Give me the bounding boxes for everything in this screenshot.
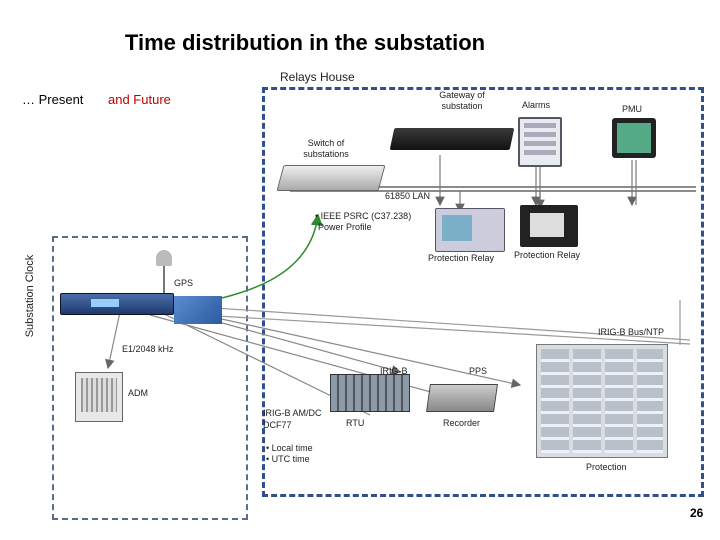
irig-b-bus-line: [199, 306, 691, 341]
adm-device: [75, 372, 123, 422]
local-time-label: • Local time: [266, 443, 313, 453]
switch-label: Switch of substations: [303, 138, 349, 159]
protection-label: Protection: [586, 462, 627, 472]
recorder-label: Recorder: [443, 418, 481, 428]
protection-relay-1-label: Protection Relay: [428, 253, 495, 263]
gateway-label: Gateway of substation: [439, 90, 485, 111]
gps-antenna: [156, 250, 172, 266]
protection-relay-2: [520, 205, 578, 247]
irig-b-bus-label: IRIG-B Bus/NTP: [598, 327, 665, 337]
alarms-panel: [518, 117, 562, 167]
relays-house-boundary: [262, 87, 704, 497]
switch-device: [276, 165, 386, 191]
alarms-label: Alarms: [522, 100, 551, 110]
clock-patch-panel: [174, 296, 222, 324]
rtu-label: RTU: [346, 418, 365, 428]
utc-time-label: • UTC time: [266, 454, 310, 464]
pps-label: PPS: [469, 366, 488, 376]
substation-clock-boundary: [52, 236, 248, 520]
irig-b-label: IRIG-B: [380, 366, 408, 376]
substation-clock-device: [60, 293, 174, 315]
protection-relay-2-label: Protection Relay: [514, 250, 581, 260]
adm-label: ADM: [128, 388, 148, 398]
e1-label: E1/2048 kHz: [122, 344, 174, 354]
protection-cabinets: [536, 344, 668, 458]
pmu-device: [612, 118, 656, 158]
ieee-psrc-label: • IEEE PSRC (C37.238): [315, 211, 412, 221]
page-number: 26: [690, 506, 704, 520]
gps-label: GPS: [174, 278, 194, 288]
relays-house-label: Relays House: [280, 70, 355, 84]
irig-b-am-label: IRIG-B AM/DC: [263, 408, 322, 418]
rtu-device: [330, 374, 410, 412]
page-title: Time distribution in the substation: [124, 30, 486, 55]
dcf77-label: DCF77: [263, 420, 292, 430]
future-label: and Future: [108, 92, 171, 107]
gateway-device: [389, 128, 515, 150]
protection-relay-1: [435, 208, 505, 252]
pmu-label: PMU: [622, 104, 642, 114]
lan-label: 61850 LAN: [385, 191, 431, 201]
power-profile-label: Power Profile: [318, 222, 372, 232]
ieee-ptp-arrow: [189, 213, 323, 306]
present-label: … Present: [22, 92, 84, 107]
recorder-device: [426, 384, 498, 412]
